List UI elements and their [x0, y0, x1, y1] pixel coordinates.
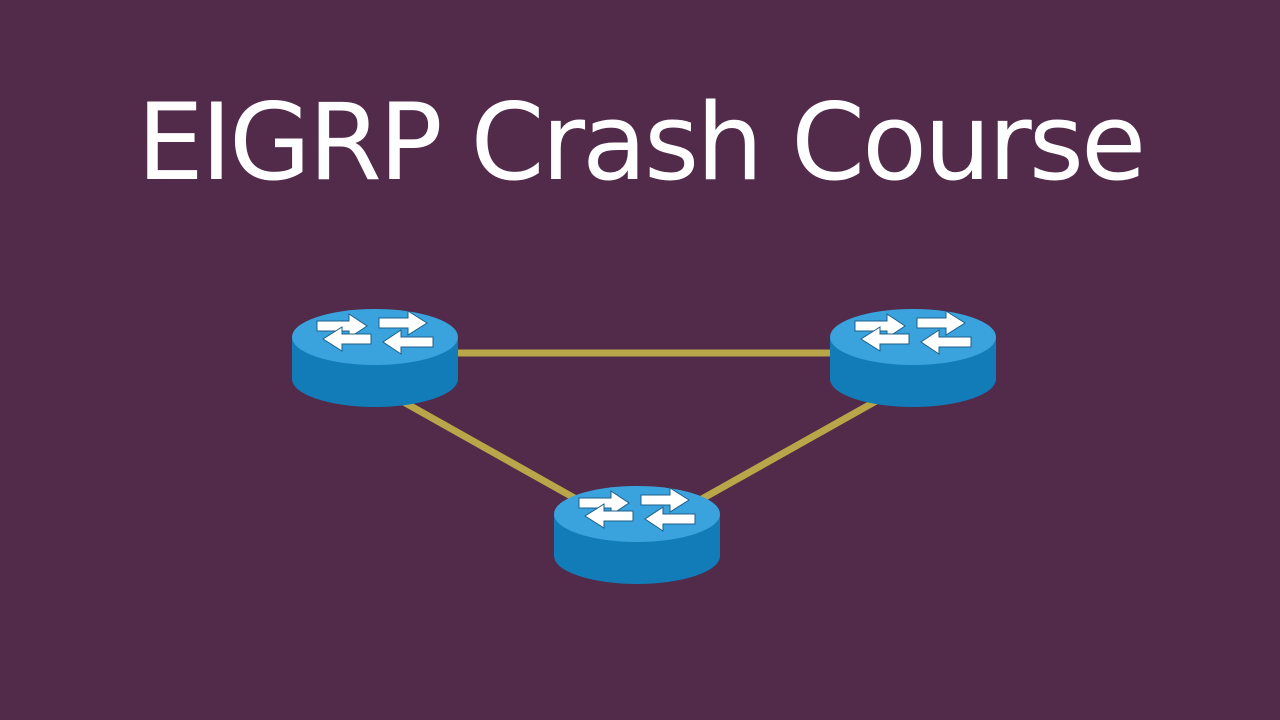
router-icon — [292, 309, 458, 407]
router-bottom[interactable] — [554, 486, 720, 584]
router-icon — [554, 486, 720, 584]
router-top-right[interactable] — [830, 309, 996, 407]
router-top-left[interactable] — [292, 309, 458, 407]
link-left — [398, 396, 580, 504]
link-right — [698, 396, 880, 504]
router-icon — [830, 309, 996, 407]
page-title: EIGRP Crash Course — [136, 81, 1146, 204]
links — [398, 349, 880, 504]
